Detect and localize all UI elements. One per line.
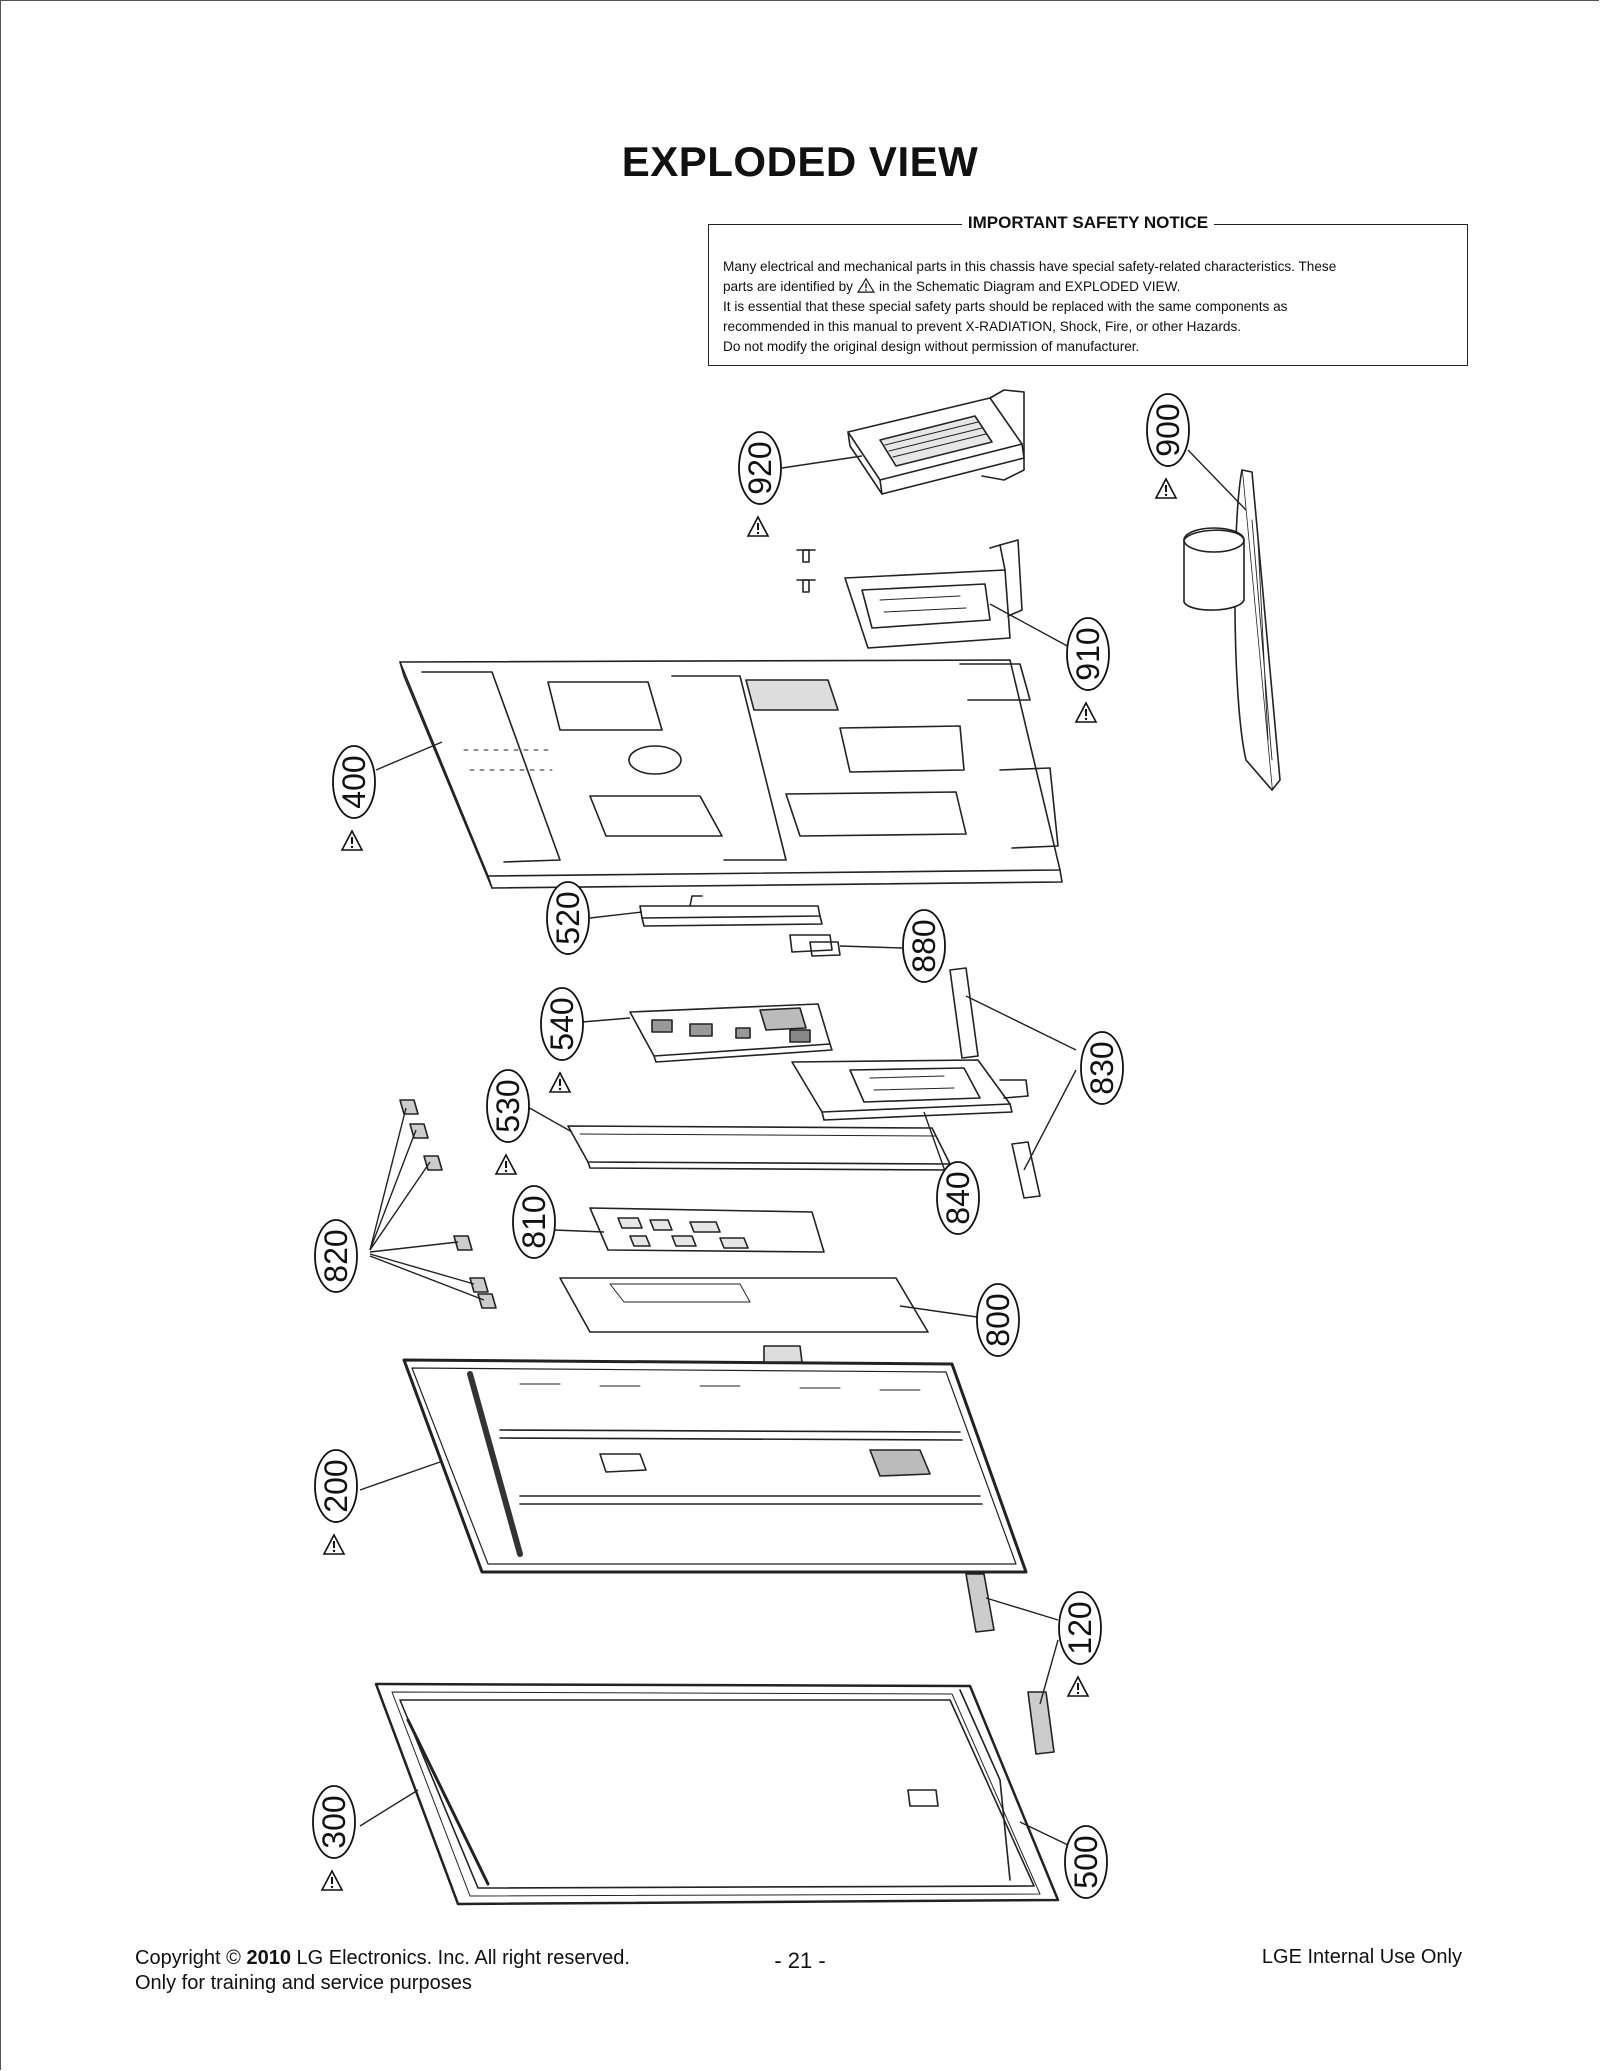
safety-warning-icon [495, 1154, 517, 1175]
safety-warning-icon [857, 278, 875, 293]
callout-840: 840 [936, 1161, 980, 1235]
part-830-brackets [949, 967, 1041, 1199]
callout-label: 540 [544, 997, 580, 1050]
callout-label: 810 [516, 1195, 552, 1248]
callout-ellipse [314, 1449, 358, 1523]
callout-ellipse [332, 745, 376, 819]
safety-warning-icon [341, 830, 363, 851]
callout-ellipse [1058, 1591, 1102, 1665]
callout-label: 910 [1070, 627, 1106, 680]
callout-830: 830 [1080, 1031, 1124, 1105]
callout-layer: 920 900 910 400 520 880 540 830 530 840 820 810 800 2… [312, 393, 1190, 1899]
part-530-led-strip [567, 1125, 953, 1171]
callout-label: 200 [318, 1459, 354, 1512]
part-120-side-board [965, 1573, 1055, 1755]
callout-label: 400 [336, 755, 372, 808]
part-200-panel-chassis [402, 1345, 1028, 1574]
part-540-main-board [629, 1003, 833, 1063]
callout-920: 920 [738, 431, 782, 537]
callout-ellipse [976, 1283, 1020, 1357]
notice-line-1: Many electrical and mechanical parts in … [723, 259, 1337, 274]
footer-copyright: Copyright © 2010 LG Electronics. Inc. Al… [135, 1946, 630, 1996]
part-810-shield-sheet [589, 1207, 825, 1253]
callout-label: 520 [550, 891, 586, 944]
safety-warning-icon [1067, 1676, 1089, 1697]
callout-300: 300 [312, 1785, 356, 1891]
callout-530: 530 [486, 1069, 530, 1175]
callout-label: 900 [1150, 403, 1186, 456]
part-300-front-bezel [374, 1682, 1060, 1906]
callout-820: 820 [314, 1219, 358, 1293]
safety-warning-icon [1155, 478, 1177, 499]
footer-internal: LGE Internal Use Only [1261, 1946, 1462, 1968]
callout-800: 800 [976, 1283, 1020, 1357]
callout-label: 920 [742, 441, 778, 494]
footer-purpose: Only for training and service purposes [135, 1972, 472, 1994]
part-840-chassis-plate [791, 1059, 1029, 1121]
notice-line-2b: in the Schematic Diagram and EXPLODED VI… [878, 279, 1181, 294]
callout-ellipse [1146, 393, 1190, 467]
part-900-stand [1183, 469, 1281, 791]
callout-ellipse [512, 1185, 556, 1259]
callout-label: 530 [490, 1079, 526, 1132]
part-400-back-cover [399, 659, 1063, 889]
part-800-insulator-sheet [559, 1277, 929, 1333]
callout-label: 830 [1084, 1041, 1120, 1094]
copyright-year: 2010 [246, 1947, 291, 1969]
notice-line-2a: parts are identified by [723, 279, 853, 294]
callout-ellipse [314, 1219, 358, 1293]
callout-880: 880 [902, 909, 946, 983]
part-910-stand-bracket [796, 539, 1023, 649]
safety-warning-icon [747, 516, 769, 537]
safety-notice-box: IMPORTANT SAFETY NOTICE Many electrical … [708, 213, 1468, 366]
callout-200: 200 [314, 1449, 358, 1555]
copyright-suffix: LG Electronics. Inc. All right reserved. [296, 1947, 630, 1969]
safety-warning-icon [321, 1870, 343, 1891]
safety-warning-icon [323, 1534, 345, 1555]
callout-label: 880 [906, 919, 942, 972]
callout-ellipse [486, 1069, 530, 1143]
part-820-clips [399, 1099, 497, 1309]
callout-label: 820 [318, 1229, 354, 1282]
safety-notice-heading: IMPORTANT SAFETY NOTICE [961, 213, 1215, 232]
callout-ellipse [738, 431, 782, 505]
callout-ellipse [936, 1161, 980, 1235]
notice-line-5: Do not modify the original design withou… [723, 339, 1140, 354]
callout-label: 300 [316, 1795, 352, 1848]
callout-ellipse [540, 987, 584, 1061]
safety-notice-body: Many electrical and mechanical parts in … [723, 257, 1453, 357]
page-title: EXPLODED VIEW [621, 138, 979, 185]
callout-label: 500 [1068, 1835, 1104, 1888]
callout-ellipse [1080, 1031, 1124, 1105]
safety-warning-icon [1075, 702, 1097, 723]
notice-line-2: parts are identified by in the Schematic … [723, 277, 1453, 297]
part-880-clip [789, 934, 841, 957]
callout-900: 900 [1146, 393, 1190, 499]
callout-910: 910 [1066, 617, 1110, 723]
part-920-stand-cover [847, 389, 1025, 495]
safety-warning-icon [549, 1072, 571, 1093]
callout-120: 120 [1058, 1591, 1102, 1697]
callout-ellipse [902, 909, 946, 983]
copyright-prefix: Copyright © [135, 1947, 241, 1969]
callout-500: 500 [1064, 1825, 1108, 1899]
callout-ellipse [546, 881, 590, 955]
callout-label: 840 [940, 1171, 976, 1224]
callout-520: 520 [546, 881, 590, 955]
page-number: - 21 - [774, 1948, 826, 1973]
callout-label: 800 [980, 1293, 1016, 1346]
callout-540: 540 [540, 987, 584, 1093]
callout-400: 400 [332, 745, 376, 851]
notice-line-4: recommended in this manual to prevent X-… [723, 319, 1242, 334]
callout-ellipse [312, 1785, 356, 1859]
callout-810: 810 [512, 1185, 556, 1259]
part-520-bracket [639, 895, 823, 927]
notice-line-3: It is essential that these special safet… [723, 299, 1288, 314]
callout-label: 120 [1062, 1601, 1098, 1654]
callout-ellipse [1064, 1825, 1108, 1899]
callout-ellipse [1066, 617, 1110, 691]
